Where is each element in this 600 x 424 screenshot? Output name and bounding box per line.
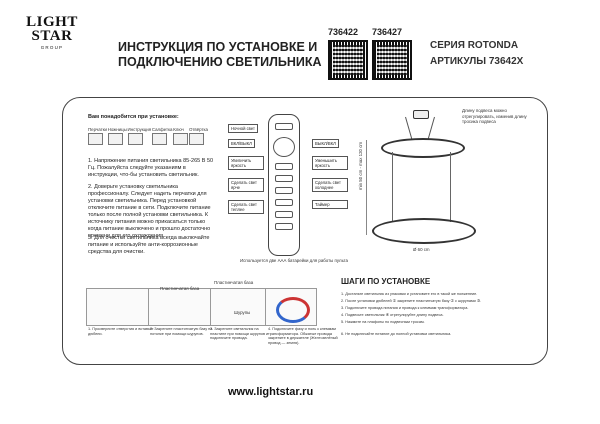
remote-button (275, 175, 293, 182)
ceiling-canopy (413, 110, 429, 119)
brand-logo: LIGHT STAR GROUP (22, 15, 82, 87)
title-line-2: ПОДКЛЮЧЕНИЮ СВЕТИЛЬНИКА (118, 55, 322, 69)
website-link[interactable]: www.lightstar.ru (228, 386, 314, 398)
install-step: 2. После установки дюбелей ① закрепите п… (341, 299, 482, 303)
tool-item: Ключ (173, 127, 189, 145)
tools-heading: Вам понадобится при установке: (88, 114, 179, 120)
step-2-caption: 2. Закрепите пластинчатую базу на потолк… (150, 327, 213, 336)
article-numbers: АРТИКУЛЫ 73642X (430, 56, 524, 67)
step-3-illustration (210, 288, 275, 326)
instruction-panel (62, 97, 548, 365)
gloves-icon (88, 132, 103, 145)
step-4-illustration (265, 288, 317, 326)
step-1-caption: 1. Просверлите отверстия и вставьте дюбе… (88, 327, 154, 336)
page-title: ИНСТРУКЦИЯ ПО УСТАНОВКЕ И ПОДКЛЮЧЕНИЮ СВ… (118, 40, 322, 70)
tool-item: Инструкция (127, 127, 151, 145)
remote-callout: Уменьшить яркость (312, 156, 348, 170)
remote-button (275, 199, 293, 206)
series-name: СЕРИЯ ROTONDA (430, 40, 519, 51)
remote-callout: Ночной свет (228, 124, 258, 133)
remote-callout: Увеличить яркость (228, 156, 264, 170)
install-step: 3. Подключите провода питания и провода … (341, 306, 469, 310)
remote-button (275, 123, 293, 130)
tools-list: Перчатки Ножницы Инструкция Салфетка Клю… (88, 127, 208, 145)
remote-callout: Сделать свет холоднее (312, 178, 348, 192)
install-step: 6. Не подключайте питание до полной уста… (341, 332, 452, 336)
wire-icon (276, 297, 310, 323)
article-code-2: 736427 (372, 27, 403, 37)
logo-text-light: LIGHT (26, 14, 78, 30)
note-2: 2. Доверьте установку светильника профес… (88, 184, 211, 239)
logo-text-group: GROUP (40, 45, 64, 50)
install-step: 1. Достаньте светильник из упаковки и ус… (341, 292, 478, 296)
remote-callout: Сделать свет ярче (228, 178, 264, 192)
remote-button (275, 223, 293, 230)
suspension-cable (450, 152, 451, 222)
remote-callout: ВКЛ/ВЫКЛ (228, 139, 255, 148)
suspension-cable (392, 152, 393, 222)
step-2-illustration (148, 288, 213, 326)
logo-text-star: STAR (31, 28, 73, 44)
cloth-icon (151, 132, 167, 145)
plate-label: Пластинчатая база (160, 286, 200, 291)
remote-button (275, 163, 293, 170)
wrench-icon (173, 132, 189, 145)
power-button-icon (273, 137, 295, 157)
cable-note: Длину подвеса можно отрегулировать, изме… (462, 108, 527, 125)
qr-code-icon (328, 40, 368, 80)
screwdriver-icon (188, 132, 204, 145)
install-step: 5. Нажмите на плафоны по подвесным троса… (341, 320, 425, 324)
remote-button (275, 187, 293, 194)
remote-control (268, 114, 300, 256)
remote-callout: Сделать свет теплее (228, 200, 264, 214)
battery-note: Используется две ААА батарейки для работ… (240, 258, 348, 263)
qr-code-icon (372, 40, 412, 80)
step-4-caption: 4. Подключите фазу и ноль к клеммам тран… (268, 327, 338, 345)
upper-ring (381, 138, 465, 158)
step-1-illustration (86, 288, 151, 326)
note-1: 1. Напряжение питания светильника 85-265… (88, 158, 214, 178)
tool-item: Отвёртка (188, 127, 208, 145)
height-label: min 50 cm - max 120 cm (358, 141, 363, 190)
step-3-caption: 3. Закрепите светильник на пластине при … (210, 327, 269, 341)
remote-callout: Таймер (312, 200, 348, 209)
tool-item: Ножницы (107, 127, 127, 145)
screws-label: Шурупы (234, 310, 251, 315)
install-step: 4. Подвесьте светильник ④ отрегулируйте … (341, 313, 444, 317)
note-3: 3. Для очистки светильника всегда выключ… (88, 235, 210, 255)
lower-ring (372, 218, 476, 244)
title-line-1: ИНСТРУКЦИЯ ПО УСТАНОВКЕ И (118, 40, 318, 54)
manual-icon (127, 132, 143, 145)
width-label: Ø 60 cm (413, 247, 430, 252)
install-steps-heading: ШАГИ ПО УСТАНОВКЕ (341, 277, 431, 286)
height-dimension-line (366, 140, 367, 235)
article-code-1: 736422 (328, 27, 359, 37)
scissors-icon (107, 132, 123, 145)
remote-callout: ВЫКЛ/ВКЛ (312, 139, 339, 148)
remote-button (275, 211, 293, 218)
plate-label-2: Пластинчатая база (214, 280, 254, 285)
tool-item: Салфетка (151, 127, 172, 145)
tool-item: Перчатки (88, 127, 107, 145)
